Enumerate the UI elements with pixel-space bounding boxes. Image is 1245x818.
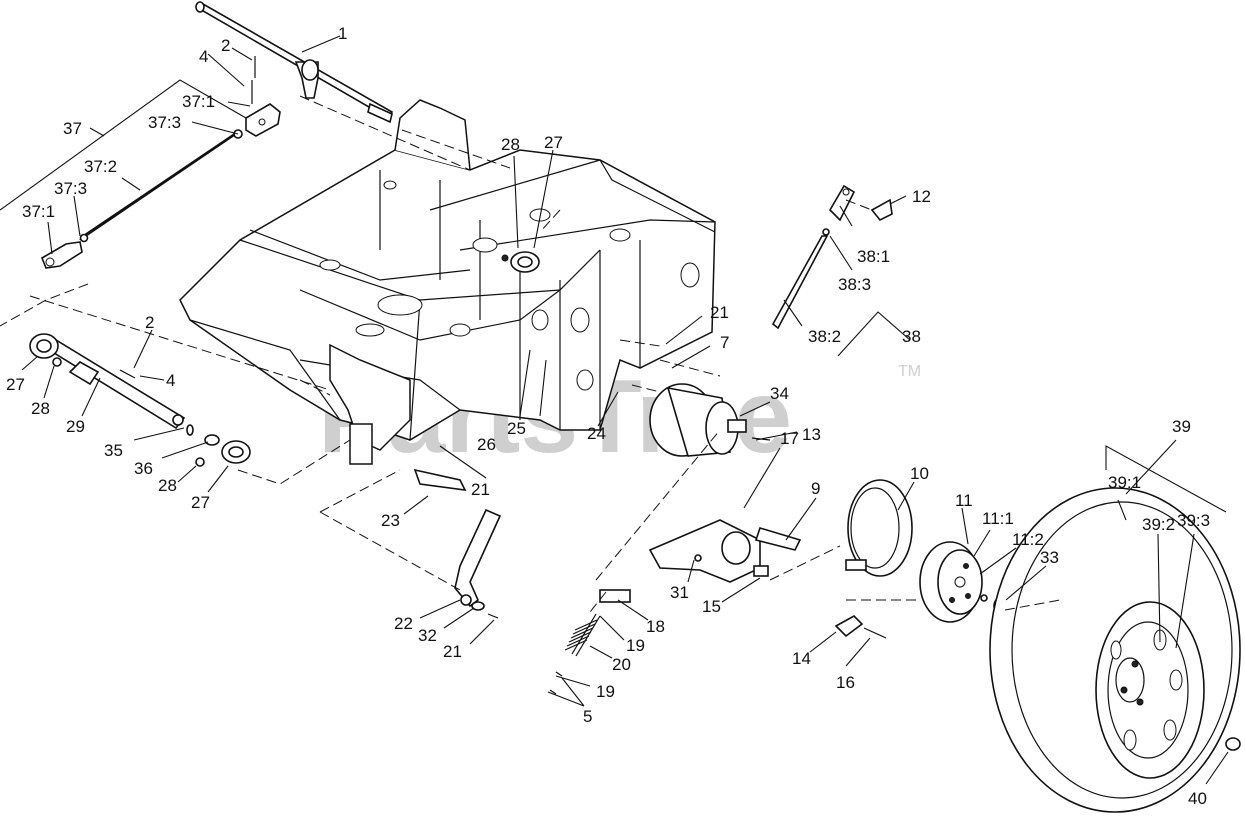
callout-22: 22: [394, 614, 413, 633]
callout-37-3: 37:3: [148, 113, 181, 132]
brake-shaft-assembly: [29, 333, 251, 467]
callout-9: 9: [811, 479, 820, 498]
callout-11-2: 11:2: [1012, 530, 1044, 549]
callout-38-1: 38:1: [857, 247, 890, 266]
callout-39-1: 39:1: [1108, 473, 1141, 492]
callout-4: 4: [166, 371, 175, 390]
callout-27: 27: [191, 493, 210, 512]
callout-19: 19: [596, 682, 615, 701]
callout-27: 27: [6, 375, 25, 394]
callout-39: 39: [1172, 417, 1191, 436]
callout-39-3: 39:3: [1177, 511, 1210, 530]
callout-38: 38: [902, 327, 921, 346]
callout-40: 40: [1188, 789, 1207, 808]
callout-labels: 1 2 4 37:1 37 37:3 37:2 37:3 37:1 28 27 …: [6, 24, 1210, 808]
callout-37-1: 37:1: [22, 202, 55, 221]
callout-2: 2: [221, 36, 230, 55]
callout-26: 26: [477, 435, 496, 454]
callout-31: 31: [670, 583, 689, 602]
callout-4: 4: [199, 47, 208, 66]
brake-band: [845, 479, 913, 577]
callout-19: 19: [626, 636, 645, 655]
callout-39-2: 39:2: [1142, 515, 1175, 534]
spring: [549, 613, 601, 695]
chassis-frame: [179, 99, 716, 465]
callout-13: 13: [802, 425, 821, 444]
callout-37-2: 37:2: [84, 157, 117, 176]
callout-27: 27: [544, 133, 563, 152]
callout-37-3: 37:3: [54, 179, 87, 198]
callout-21: 21: [471, 480, 490, 499]
callout-14: 14: [792, 649, 811, 668]
callout-10: 10: [910, 464, 929, 483]
callout-37-1: 37:1: [182, 92, 215, 111]
callout-28: 28: [501, 135, 520, 154]
callout-7: 7: [720, 333, 729, 352]
callout-11-1: 11:1: [982, 509, 1014, 528]
callout-37: 37: [63, 119, 82, 138]
callout-33: 33: [1040, 548, 1059, 567]
brake-pedal: [413, 468, 502, 619]
callout-38-3: 38:3: [838, 275, 871, 294]
shaft-assembly: [41, 1, 394, 269]
callout-18: 18: [646, 617, 665, 636]
callout-20: 20: [612, 655, 631, 674]
wheel-assembly: [989, 487, 1241, 813]
callout-35: 35: [104, 441, 123, 460]
hydro-motor: [649, 383, 771, 457]
dashed-connectors: [0, 95, 1061, 613]
callout-34: 34: [770, 384, 789, 403]
callout-28: 28: [31, 399, 50, 418]
callout-28: 28: [158, 476, 177, 495]
leader-lines: [0, 35, 1229, 785]
linkage-rod: [771, 184, 893, 330]
small-bracket: [834, 615, 887, 639]
callout-11: 11: [955, 491, 973, 510]
callout-36: 36: [134, 459, 153, 478]
callout-32: 32: [418, 626, 437, 645]
callout-15: 15: [702, 597, 721, 616]
callout-16: 16: [836, 673, 855, 692]
callout-38-2: 38:2: [808, 327, 841, 346]
watermark-tm: TM: [898, 363, 921, 380]
callout-17: 17: [780, 429, 799, 448]
callout-29: 29: [66, 417, 85, 436]
brake-arm: [599, 519, 802, 603]
callout-23: 23: [381, 511, 400, 530]
callout-21: 21: [710, 303, 729, 322]
callout-21: 21: [443, 642, 462, 661]
callout-12: 12: [912, 187, 931, 206]
callout-2: 2: [145, 313, 154, 332]
callout-1: 1: [338, 24, 347, 43]
callout-25: 25: [507, 419, 526, 438]
callout-24: 24: [587, 424, 606, 443]
callout-5: 5: [583, 707, 592, 726]
